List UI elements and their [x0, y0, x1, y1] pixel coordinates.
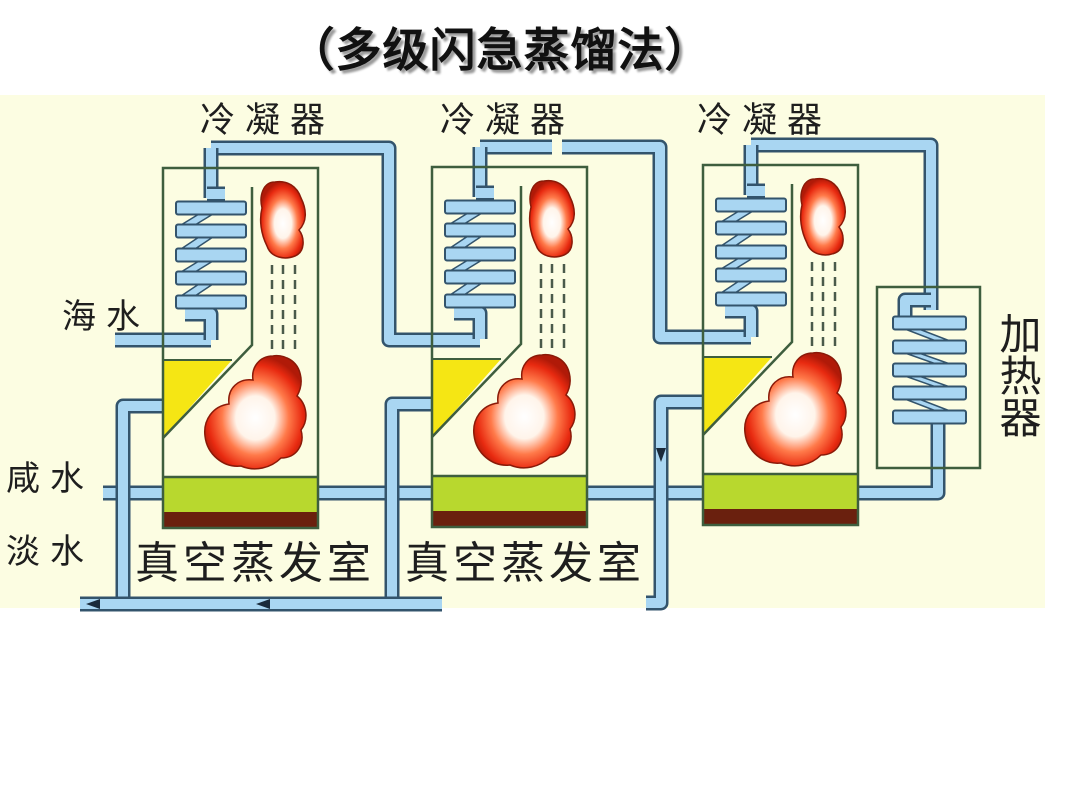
brine-layer	[703, 474, 858, 509]
divider-wall	[702, 184, 794, 436]
seawater-transfer-pipe-1-fill	[211, 143, 480, 345]
freshwater-pipe-1	[115, 398, 168, 604]
flash-vapor-flame	[204, 354, 307, 470]
condenser-coil-bar	[715, 291, 787, 307]
condenser-coil-bar	[175, 200, 247, 216]
divider-wall	[431, 186, 523, 438]
heater-coil-bar	[892, 409, 967, 425]
seawater-label: 海水	[62, 297, 150, 337]
vapor-flame-small	[528, 179, 575, 258]
chamber-wall	[430, 165, 589, 529]
seawater-transfer-pipe-1	[211, 140, 480, 348]
condenser-coil-bar	[715, 244, 787, 260]
seawater-transfer-pipe-2b-fill	[562, 142, 751, 342]
coil-bottom-connector	[454, 305, 488, 339]
sediment-layer	[163, 512, 318, 528]
condenser-coil-bar	[175, 247, 247, 263]
heater-outlet-pipe-fill	[852, 420, 943, 498]
condenser-coil-bar	[715, 220, 787, 236]
diagram-background	[0, 95, 1045, 608]
freshwater-pipe-2	[384, 396, 437, 604]
condenser-coil-bar	[715, 197, 787, 213]
flow-arrow-down-icon	[656, 448, 666, 462]
flash-vapor-flame	[744, 351, 847, 467]
condenser-coil-bar	[175, 270, 247, 286]
chamber-wall	[161, 166, 320, 530]
freshwater-pipe-3-fill	[646, 397, 708, 608]
vacuum-chamber-label-2: 真空蒸发室	[405, 538, 645, 589]
seawater-to-heater-pipe	[751, 137, 939, 310]
vapor-flame-small	[799, 177, 846, 256]
heater-inlet-stub	[897, 292, 931, 318]
flow-arrow-left-icon	[86, 599, 100, 609]
page-title: （多级闪急蒸馏法）	[288, 23, 712, 77]
heater-coil-bar	[892, 315, 967, 331]
freshwater-pipe-2-fill	[387, 399, 437, 604]
vacuum-chamber-label-1: 真空蒸发室	[135, 538, 375, 589]
condenser-coil-bar	[444, 293, 516, 309]
evaporation-chambers	[161, 145, 860, 530]
heater-inlet-stub-fill	[900, 295, 931, 318]
coil-bottom-connector-fill	[725, 306, 756, 337]
condenser-coil-bar	[175, 294, 247, 310]
coil-bottom-connector-fill	[185, 309, 216, 340]
coil-bottom-connector	[185, 306, 219, 340]
coil-bottom-connector-fill	[454, 308, 485, 339]
condenser-label-1: 冷凝器	[200, 101, 335, 141]
flash-vapor-flame	[473, 353, 576, 469]
vapor-flame-small	[259, 180, 306, 259]
chamber-wall	[701, 163, 860, 527]
brine-layer	[432, 476, 587, 511]
heater-outlet-pipe	[852, 420, 946, 501]
sediment-layer	[703, 509, 858, 525]
heater-coil-bar	[892, 385, 967, 401]
seawater-transfer-pipe-2b	[562, 139, 751, 345]
condenser-coil-bar	[444, 269, 516, 285]
freshwater-pipe-3	[646, 394, 708, 611]
evaporation-chamber-1	[161, 148, 320, 530]
heater-coil-bar	[892, 339, 967, 355]
pipe-network	[80, 137, 946, 612]
heater	[875, 285, 982, 470]
sediment-layer	[432, 511, 587, 527]
heater-label: 加热器	[993, 312, 1042, 438]
seawater-to-heater-pipe-fill	[751, 140, 936, 310]
freshwater-pipe-1-fill	[118, 401, 168, 604]
evaporation-chamber-3	[701, 145, 860, 527]
coil-bottom-connector	[725, 303, 759, 337]
flow-arrows	[86, 448, 666, 609]
brine-layer	[163, 477, 318, 512]
heater-coil-bar	[892, 362, 967, 378]
divider-wall	[162, 187, 254, 439]
evaporation-chamber-2	[430, 147, 589, 529]
brine-label: 咸水	[6, 459, 94, 499]
condenser-coil-bar	[444, 199, 516, 215]
condenser-coil-bar	[444, 246, 516, 262]
freshwater-label: 淡水	[6, 532, 94, 572]
heater-box	[875, 285, 982, 470]
condenser-coil-bar	[444, 222, 516, 238]
condenser-label-2: 冷凝器	[440, 101, 575, 141]
condenser-label-3: 冷凝器	[697, 101, 832, 141]
flow-arrow-left-icon	[256, 599, 270, 609]
condenser-coil-bar	[175, 223, 247, 239]
condenser-coil-bar	[715, 267, 787, 283]
